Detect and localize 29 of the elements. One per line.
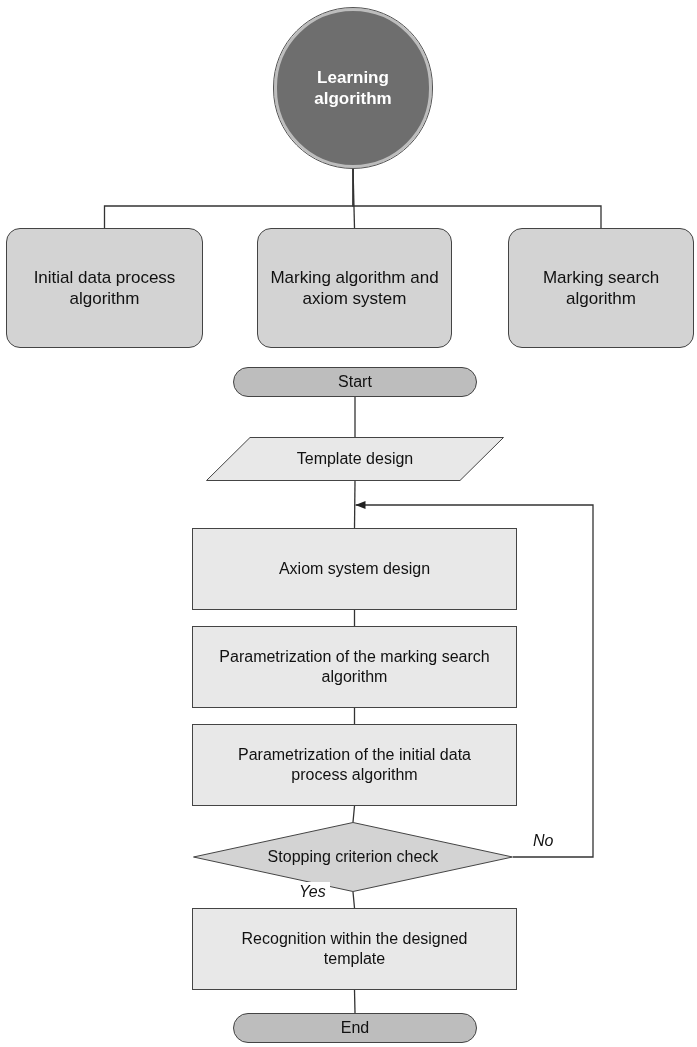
node-text: Initial data process algorithm <box>32 266 177 310</box>
connector-line <box>354 396 356 438</box>
node-text: End <box>340 1018 370 1038</box>
rounded-box <box>508 228 694 348</box>
node-text: Recognition within the designed template <box>240 929 469 969</box>
arrow <box>354 501 594 858</box>
node-text: Axiom system design <box>278 559 431 579</box>
connector-line <box>353 480 356 529</box>
node-text: Parametrization of the marking search algorithm <box>218 647 491 687</box>
process-box <box>192 724 517 806</box>
process-box <box>192 908 517 990</box>
node-text: Start <box>338 372 372 392</box>
rounded-box <box>6 228 203 348</box>
node-text: Stopping criterion check <box>267 847 439 867</box>
node-text: Learning algorithm <box>313 66 393 110</box>
input-parallelogram <box>206 437 504 481</box>
terminator-box <box>233 1013 477 1043</box>
connector-line <box>352 805 356 823</box>
node-text: Marking search algorithm <box>541 266 661 310</box>
rounded-box <box>257 228 452 348</box>
connector-line <box>352 167 602 229</box>
node-text: Parametrization of the initial data process algorithm <box>237 745 472 785</box>
connector-line <box>353 989 356 1014</box>
process-box <box>192 626 517 708</box>
node-text: Template design <box>296 449 414 469</box>
process-box <box>192 528 517 610</box>
terminator-box <box>233 367 477 397</box>
connector-line <box>352 891 356 909</box>
node-text: Marking algorithm and axiom system <box>269 266 440 310</box>
